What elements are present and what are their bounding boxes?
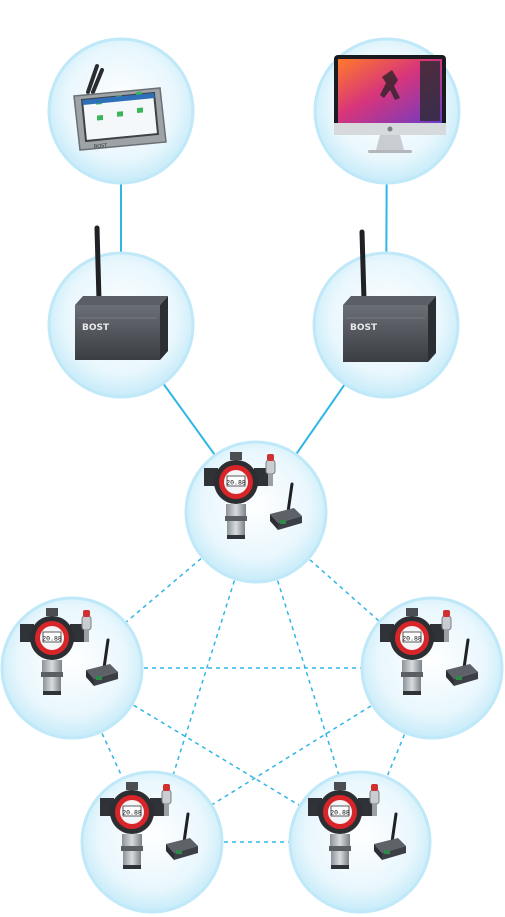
- detector-mid-right-node: 20.88: [360, 596, 504, 740]
- gateway-left-node: BOST: [47, 225, 195, 399]
- detector-display: 20.88: [226, 479, 246, 487]
- detector-display: 20.88: [402, 635, 422, 643]
- wireless-gateway-icon: [75, 225, 168, 360]
- detectors-layer: 20.88 20.88 20.88 20.88 20.88: [0, 440, 504, 914]
- gateway-left-brand: BOST: [82, 323, 110, 333]
- gas-detector-icon: 20.88: [20, 608, 118, 695]
- detector-display: 20.88: [122, 809, 142, 817]
- detector-display: 20.88: [330, 809, 350, 817]
- desktop-monitor-icon: [334, 55, 446, 153]
- gateway-right-brand: BOST: [350, 323, 378, 333]
- desktop-monitor-node: [313, 37, 461, 185]
- gas-detector-icon: 20.88: [380, 608, 478, 695]
- detector-bottom-left-node: 20.88: [80, 770, 224, 914]
- touch-panel-terminal-icon: [73, 64, 167, 151]
- wireless-gateway-icon: [343, 229, 436, 362]
- gas-detector-icon: 20.88: [100, 782, 198, 869]
- detector-bottom-right-node: 20.88: [288, 770, 432, 914]
- gateway-right-node: BOST: [312, 229, 460, 399]
- detector-hub-node: 20.88: [184, 440, 328, 584]
- terminal-brand-label: BOST: [94, 143, 109, 150]
- detector-display: 20.88: [42, 635, 62, 643]
- touch-panel-terminal-node: BOST: [47, 37, 195, 185]
- detector-mid-left-node: 20.88: [0, 596, 144, 740]
- gas-detector-icon: 20.88: [308, 782, 406, 869]
- gas-detector-icon: 20.88: [204, 452, 302, 539]
